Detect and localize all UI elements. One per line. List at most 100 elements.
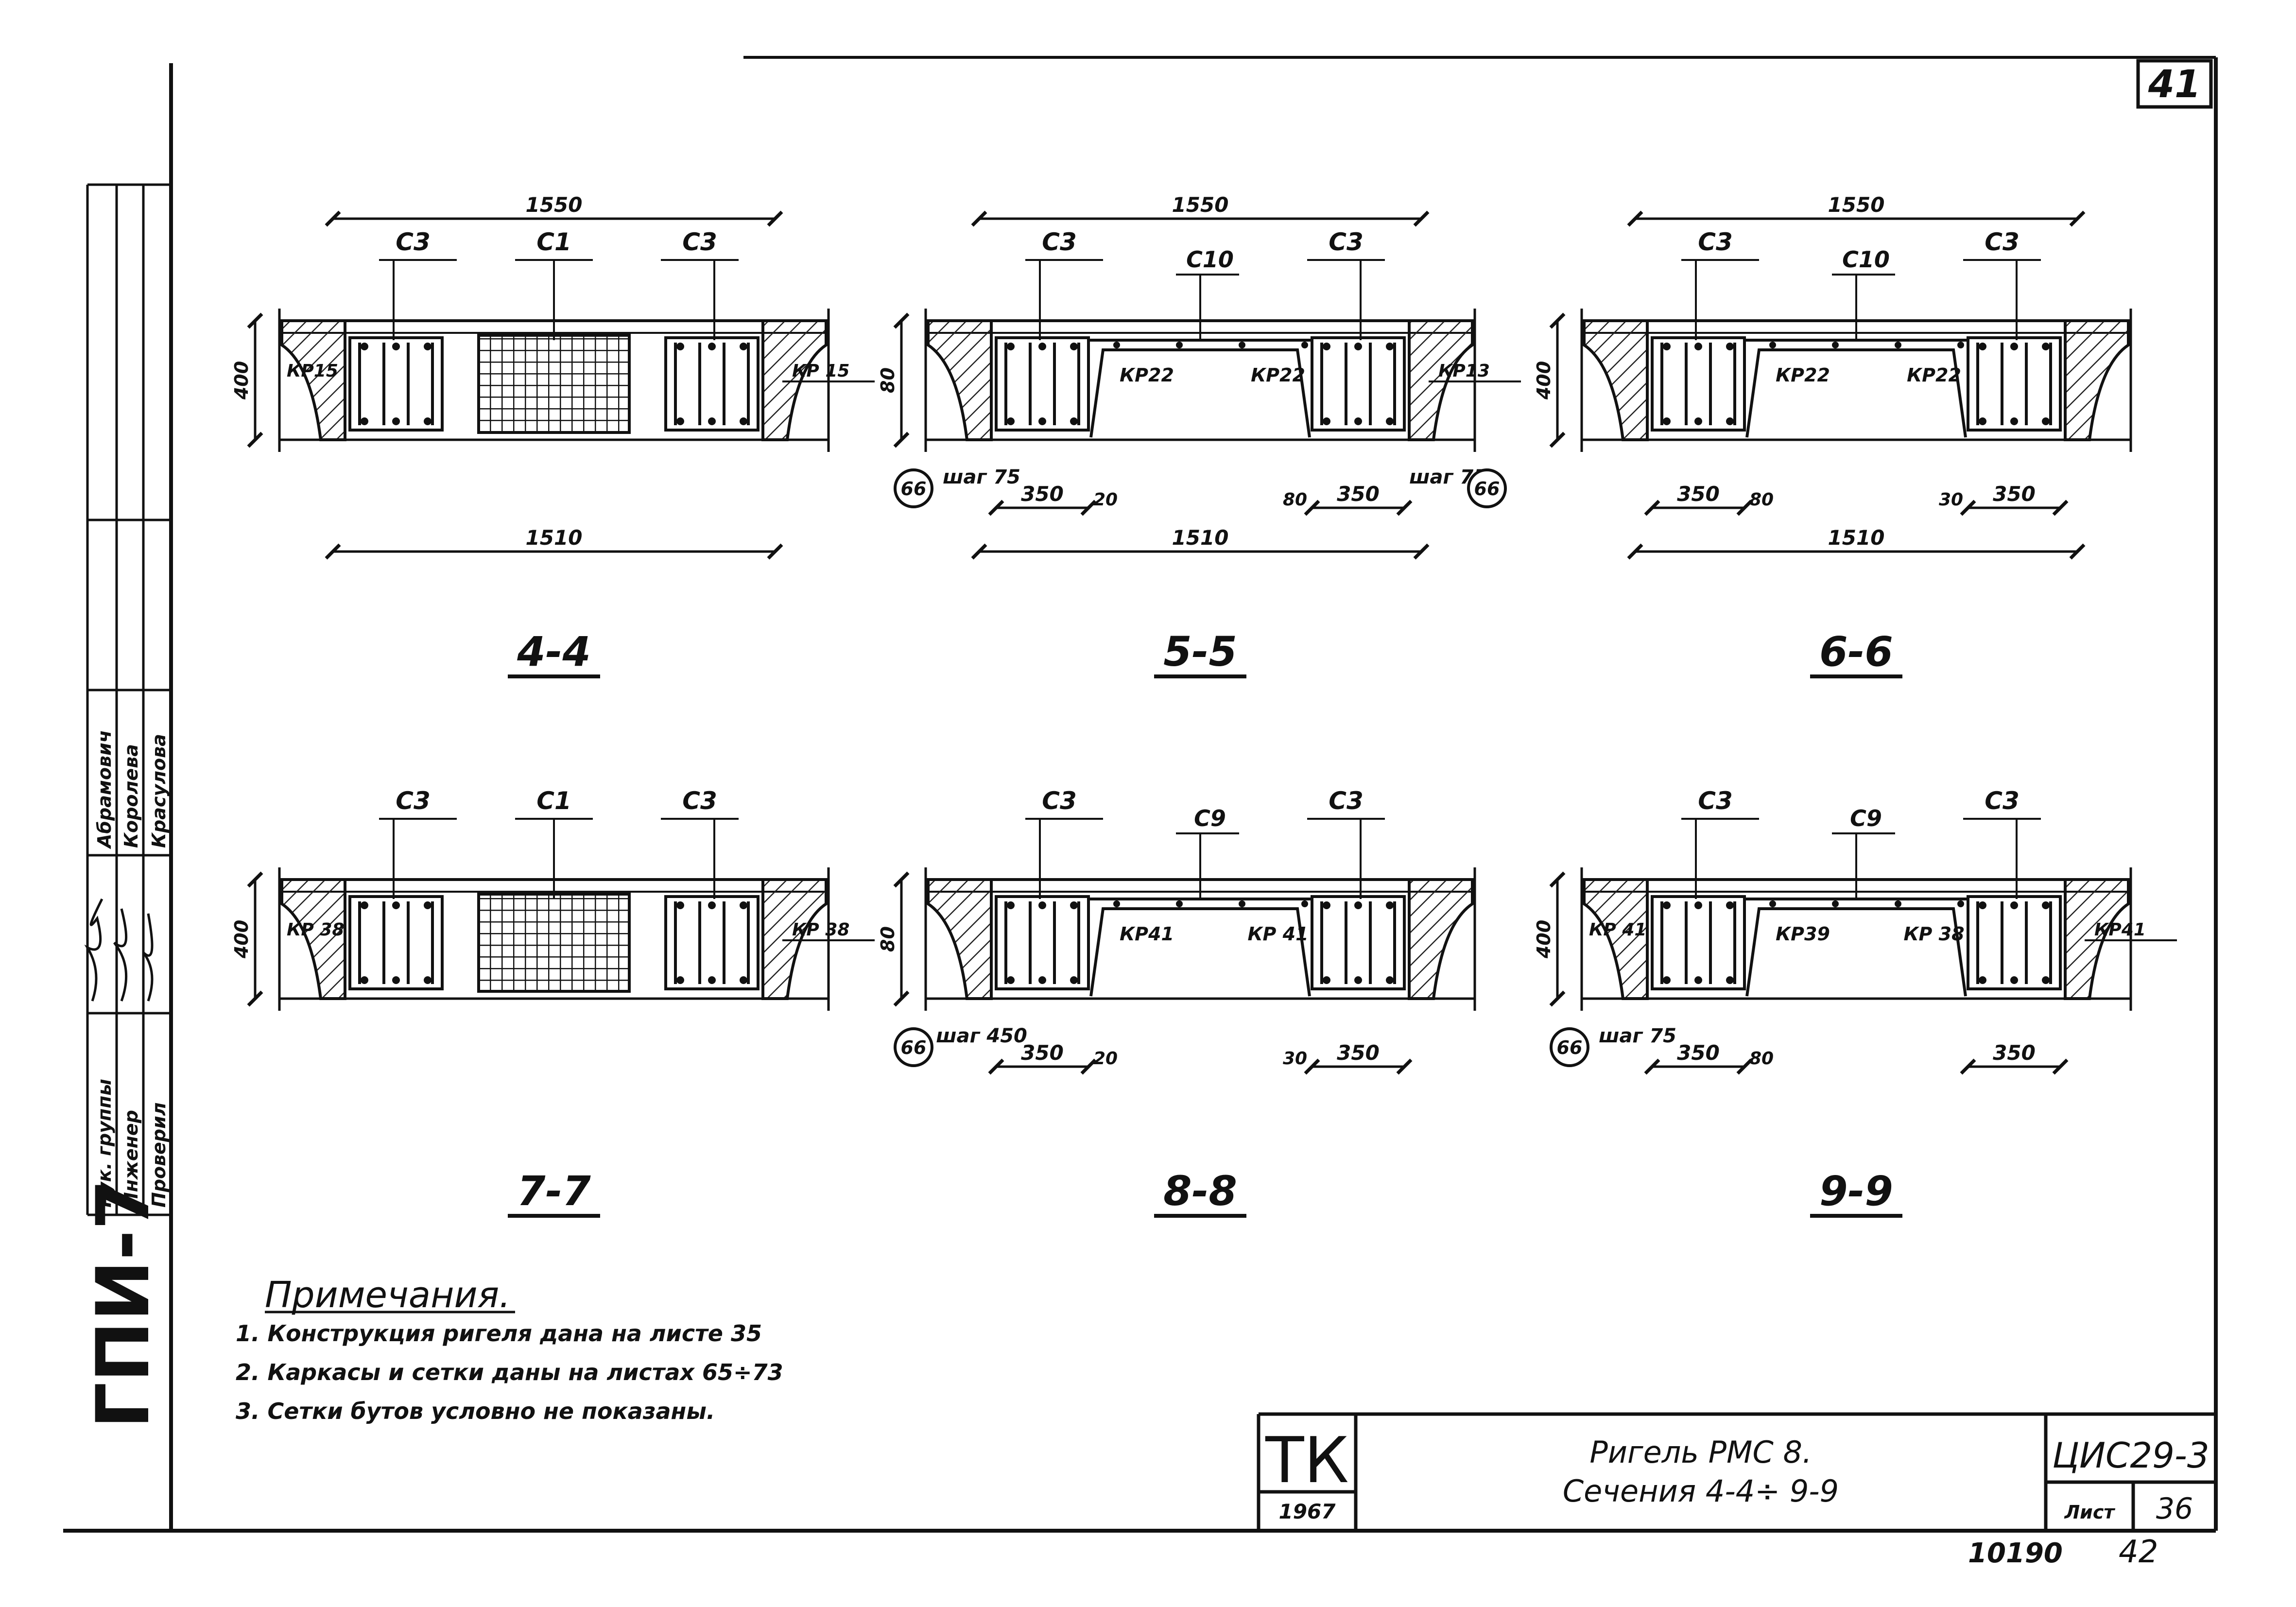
title-line-2: Сечения 4-4÷ 9-9 [1563,1473,1839,1509]
rebar-dot [2010,417,2018,425]
rebar-dot [424,417,432,425]
rebar-dot [1038,901,1046,909]
section-title: 6-6 [1819,628,1893,675]
dim-bottom: 1510 [1172,526,1229,550]
rebar-dot [1726,976,1734,984]
rebar-dot [708,343,716,350]
rebar-dot [1694,976,1702,984]
rebar-dot [1113,342,1120,348]
cage-outline [1311,336,1406,432]
rebar-dot [424,343,432,350]
rebar-dot [1354,901,1362,909]
dim-tick [2052,1058,2069,1075]
cage-left [1651,336,1746,432]
cage-outline [1651,895,1746,990]
section-title: 5-5 [1163,628,1237,675]
rebar-dot [1113,900,1120,907]
title-org: ТК [1265,1423,1349,1497]
title-sheet-label: Лист [2064,1502,2116,1523]
name-3: Красулова [148,734,170,848]
cage-outline [1967,895,2062,990]
label-left-frame: КР 38 [287,920,344,940]
label-center: С9 [1194,805,1226,831]
rebar-dot [740,417,747,425]
rebar-dot [424,901,432,909]
label-left-cage: С3 [1698,228,1732,256]
rebar-dot [1386,901,1394,909]
dim-top: 1550 [1172,193,1229,217]
rebar-dot [1895,342,1901,348]
note-1: 1. Конструкция ригеля дана на листе 35 [236,1320,762,1347]
dim-tick [1549,871,1566,888]
rebar-dot [1979,976,1986,984]
rebar-dot [1832,900,1839,907]
rebar-dot [1070,343,1078,350]
dim-right: 350 [1993,482,2036,506]
dim-tick [247,990,263,1007]
notes-block: Примечания. 1. Конструкция ригеля дана н… [236,1274,783,1424]
cage-left [348,895,444,990]
dim-tick [1960,500,1976,516]
label-right-frame: КР 15 [792,361,849,381]
cage-outline [995,895,1090,990]
cage-outline [348,895,444,990]
label-right-cage: С3 [1329,228,1363,256]
rebar-dot [1323,901,1330,909]
dim-tick [2069,543,2086,560]
dim-tick [1549,432,1566,448]
label-left-cage: С3 [396,228,430,256]
dim-bottom: 1510 [1828,526,1885,550]
concrete-left [280,319,346,441]
cage-outline [664,895,760,990]
label-mesh: С1 [536,228,571,256]
rebar-dot [2010,976,2018,984]
rebar-dot [1301,342,1308,348]
pitch-note: шаг 75 [943,466,1020,488]
callout-number: 66 [901,478,927,500]
cage-left [348,336,444,432]
concrete-right [2064,319,2130,441]
cage-right [1967,336,2062,432]
rebar-dot [361,976,368,984]
rebar-dot [740,976,747,984]
rebar-dot [361,901,368,909]
concrete-right [2064,878,2130,1000]
channel-void [1089,348,1311,438]
dim-top: 1550 [1828,193,1885,217]
cage-outline [1311,895,1406,990]
label-inner-right: КР22 [1907,364,1961,386]
rebar-dot [740,901,747,909]
dim-height: 400 [231,361,252,400]
cage-right [1967,895,2062,990]
concrete-right [1408,319,1474,441]
dim-small-left: 80 [1749,490,1774,510]
dim-tick [1644,500,1660,516]
label-inner-left: КР41 [1120,923,1174,945]
rebar-dot [708,901,716,909]
label-left-frame: КР15 [287,361,338,381]
rebar-dot [1354,417,1362,425]
signature-roles: Рук. группы Инженер Проверил Абрамович К… [94,730,170,1208]
label-inner-left: КР22 [1776,364,1830,386]
dim-tick [247,312,263,329]
rebar-dot [1354,343,1362,350]
rebar-dot [708,417,716,425]
dim-tick [1736,500,1753,516]
title-series: ЦИС29-3 [2052,1435,2209,1476]
rebar-dot [1726,343,1734,350]
dim-left: 350 [1677,482,1720,506]
label-center: С10 [1842,246,1890,273]
rebar-dot [1070,417,1078,425]
cage-right [664,895,760,990]
pitch-note: шаг 75 [1599,1025,1676,1047]
sheet-number: 41 [2148,63,2201,106]
rebar-dot [1038,417,1046,425]
concrete-right [761,319,828,441]
label-right-cage: С3 [1329,787,1363,815]
rebar-dot [2010,901,2018,909]
pitch-note: шаг 450 [936,1025,1027,1047]
dim-tick [893,312,910,329]
